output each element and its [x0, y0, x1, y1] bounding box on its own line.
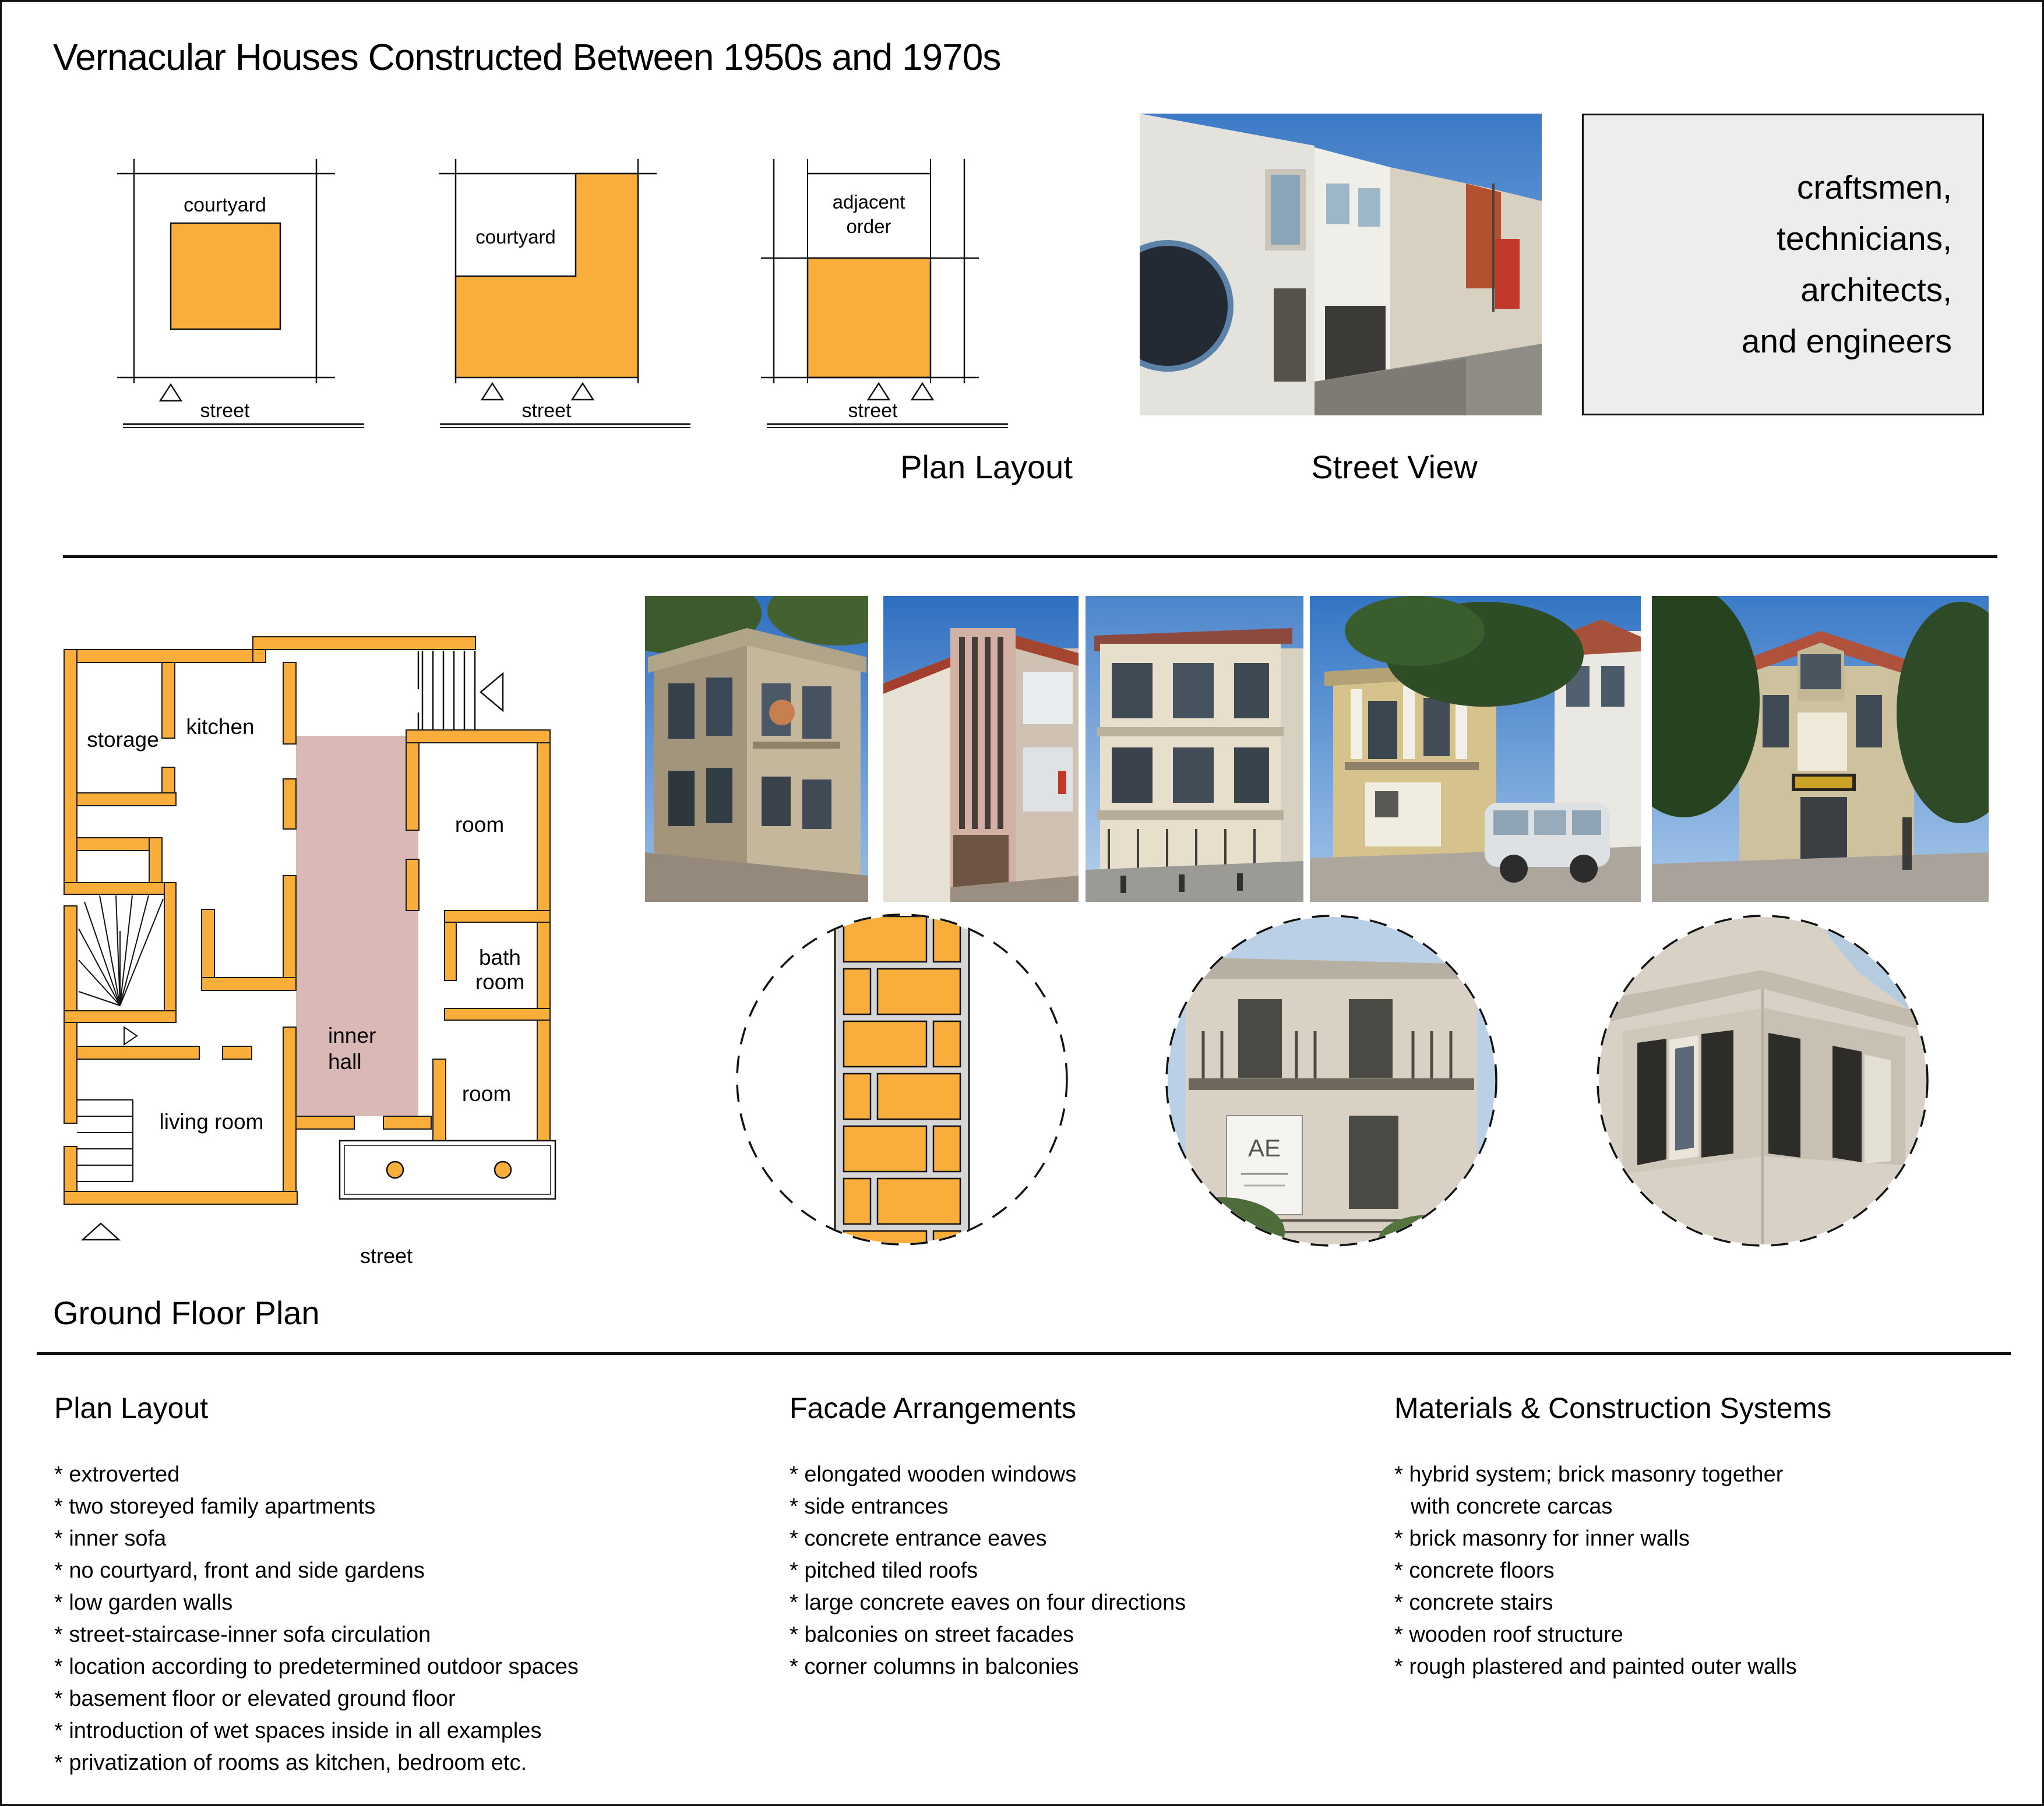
adjacent-order-label-1: adjacent: [833, 191, 905, 213]
bullet-item: * introduction of wet spaces inside in a…: [54, 1719, 542, 1743]
building-mass: [806, 257, 932, 379]
facade-sign-text: AE: [1248, 1134, 1281, 1162]
bullet-item: * corner columns in balconies: [790, 1655, 1079, 1679]
porch-column: [386, 1161, 404, 1179]
bullet-item: * elongated wooden windows: [790, 1462, 1077, 1487]
builders-note-box: craftsmen, technicians, architects, and …: [1582, 114, 1984, 415]
bullet-item: * balconies on street facades: [790, 1622, 1074, 1647]
entrance-marker-icon: [480, 382, 505, 401]
building-mass: [170, 222, 281, 330]
bullet-item: * concrete floors: [1394, 1558, 1555, 1583]
bullet-item: * brick masonry for inner walls: [1394, 1526, 1690, 1551]
fan-staircase: [78, 895, 164, 1006]
room-label-bath-2: room: [475, 970, 524, 994]
column-materials-construction: Materials & Construction Systems * hybri…: [1394, 1391, 2006, 1683]
room-label-kitchen: kitchen: [186, 715, 254, 739]
courtyard-label: courtyard: [475, 226, 556, 248]
adjacent-order-label-2: order: [846, 216, 891, 237]
builders-line: architects,: [1800, 271, 1952, 309]
porch-column: [494, 1161, 512, 1179]
entrance-marker-icon: [158, 383, 183, 402]
entrance-marker-icon: [570, 382, 595, 401]
bullet-item: * wooden roof structure: [1394, 1622, 1623, 1647]
house-photo-5: [1652, 596, 1989, 902]
room-label-bath-1: bath: [479, 946, 521, 969]
builders-line: and engineers: [1741, 323, 1952, 360]
building-mass: [454, 172, 639, 379]
street-view-photo: [1140, 114, 1542, 415]
entrance-marker-icon: [910, 382, 935, 401]
bullet-item: * low garden walls: [54, 1590, 233, 1615]
brick-masonry-detail-circle: [736, 913, 1068, 1246]
bullet-item: * concrete stairs: [1394, 1590, 1553, 1615]
street-label: street: [521, 400, 572, 422]
street-label: street: [200, 400, 250, 422]
bullet-item: * hybrid system; brick masonry together: [1394, 1462, 1784, 1487]
builders-line: craftsmen,: [1796, 169, 1952, 206]
page-title: Vernacular Houses Constructed Between 19…: [53, 36, 1001, 78]
plan-diagram-courtyard-1: courtyard street: [117, 159, 364, 428]
bullet-item-continuation: with concrete carcas: [1411, 1494, 1613, 1519]
street-label: street: [848, 400, 898, 422]
bullet-item: * two storeyed family apartments: [54, 1494, 376, 1519]
plan-diagram-adjacent-order: adjacent order street: [761, 159, 1008, 428]
house-photo-3: [1086, 596, 1303, 902]
bullet-item: * privatization of rooms as kitchen, bed…: [54, 1751, 527, 1775]
bullet-item: * side entrances: [790, 1494, 949, 1519]
column-heading: Facade Arrangements: [790, 1392, 1076, 1424]
bullet-item: * street-staircase-inner sofa circulatio…: [54, 1622, 431, 1647]
inner-hall-area: [296, 736, 418, 1116]
entry-staircase: [417, 651, 476, 730]
plan-street-label: street: [360, 1244, 413, 1268]
room-label-room-bottom: room: [462, 1082, 511, 1106]
bullet-item: * rough plastered and painted outer wall…: [1394, 1655, 1797, 1679]
balcony-facade-detail-circle: AE: [1165, 915, 1497, 1247]
plan-layout-caption: Plan Layout: [900, 449, 1073, 485]
corner-window-detail-circle: [1597, 915, 1929, 1247]
builders-line: technicians,: [1776, 220, 1952, 258]
bullet-item: * concrete entrance eaves: [790, 1526, 1047, 1551]
entrance-marker-icon: [80, 1222, 121, 1241]
house-photo-1: [645, 596, 868, 902]
entrance-marker-icon: [866, 382, 891, 401]
plan-diagram-courtyard-2: courtyard street: [439, 159, 690, 428]
courtyard-label: courtyard: [184, 194, 266, 216]
street-view-caption: Street View: [1311, 449, 1478, 485]
section-divider: [37, 1352, 2011, 1355]
column-plan-layout: Plan Layout * extroverted * two storeyed…: [54, 1391, 666, 1779]
bullet-item: * location according to predetermined ou…: [54, 1655, 579, 1679]
ground-floor-plan: storage kitchen inner hall room bath roo…: [64, 636, 556, 1241]
room-label-inner-2: hall: [328, 1050, 362, 1074]
ground-floor-plan-caption: Ground Floor Plan: [53, 1294, 320, 1331]
house-photo-4: [1310, 596, 1641, 902]
column-heading: Plan Layout: [54, 1392, 209, 1424]
bullet-item: * no courtyard, front and side gardens: [54, 1558, 425, 1583]
bullet-item: * extroverted: [54, 1462, 180, 1487]
bullet-item: * inner sofa: [54, 1526, 167, 1551]
van-shape: [1485, 803, 1610, 883]
bullet-item: * basement floor or elevated ground floo…: [54, 1687, 456, 1711]
bullet-item: * large concrete eaves on four direction…: [790, 1590, 1186, 1615]
bullet-item: * pitched tiled roofs: [790, 1558, 978, 1583]
room-label-storage: storage: [87, 728, 158, 752]
section-divider: [63, 555, 1997, 558]
column-facade-arrangements: Facade Arrangements * elongated wooden w…: [790, 1391, 1401, 1683]
room-label-living: living room: [160, 1110, 264, 1134]
column-heading: Materials & Construction Systems: [1394, 1392, 1832, 1424]
door-swing-icon: [124, 1026, 138, 1046]
house-photo-2: [883, 596, 1079, 902]
lower-staircase: [77, 1099, 133, 1182]
room-label-inner-1: inner: [328, 1024, 376, 1047]
stair-direction-icon: [480, 672, 504, 712]
room-label-room-top: room: [455, 813, 504, 837]
porch-outline: [339, 1140, 556, 1200]
